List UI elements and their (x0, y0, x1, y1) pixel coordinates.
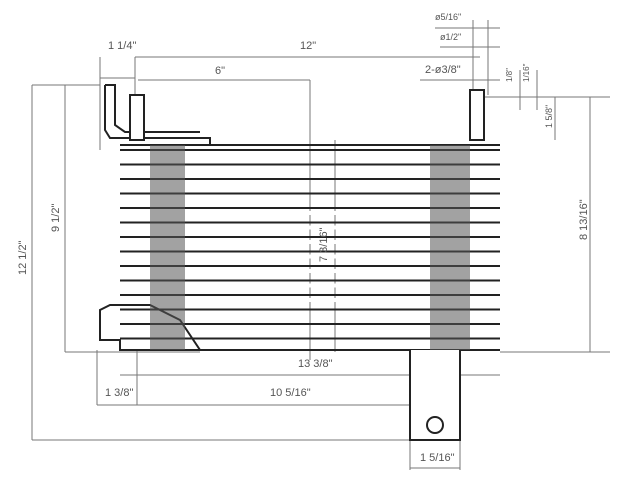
header-tank (150, 145, 185, 350)
dim-port-dia-inner: ø1/2" (440, 32, 462, 42)
dim-overall-height: 12 1/2" (17, 240, 29, 276)
dim-port-height: 1 5/8" (544, 104, 554, 128)
dim-overall-width: 12" (300, 40, 317, 52)
dim-fin-height: 7 3/16" (318, 227, 330, 263)
dim-foot-width: 1 5/16" (420, 452, 455, 464)
dim-bracket-offset: 1 1/4" (108, 40, 137, 52)
dim-core-height-left: 9 1/2" (50, 203, 62, 232)
dim-port-dia-outer: ø5/16" (435, 12, 462, 22)
dim-left-offset: 1 3/8" (105, 387, 134, 399)
dim-port-dia-count: 2-ø3/8" (425, 64, 461, 76)
dimension-lines (31, 20, 610, 470)
dim-core-width: 13 3/8" (298, 358, 333, 370)
header-tank (430, 145, 470, 350)
dim-half-width: 6" (215, 65, 226, 77)
dim-core-height-right: 8 13/16" (578, 199, 590, 240)
dim-bracket-span: 10 5/16" (270, 387, 311, 399)
dim-offset-b: 1/16" (522, 63, 531, 82)
dim-offset-a: 1/8" (505, 68, 514, 82)
cooler-fins (120, 145, 500, 350)
